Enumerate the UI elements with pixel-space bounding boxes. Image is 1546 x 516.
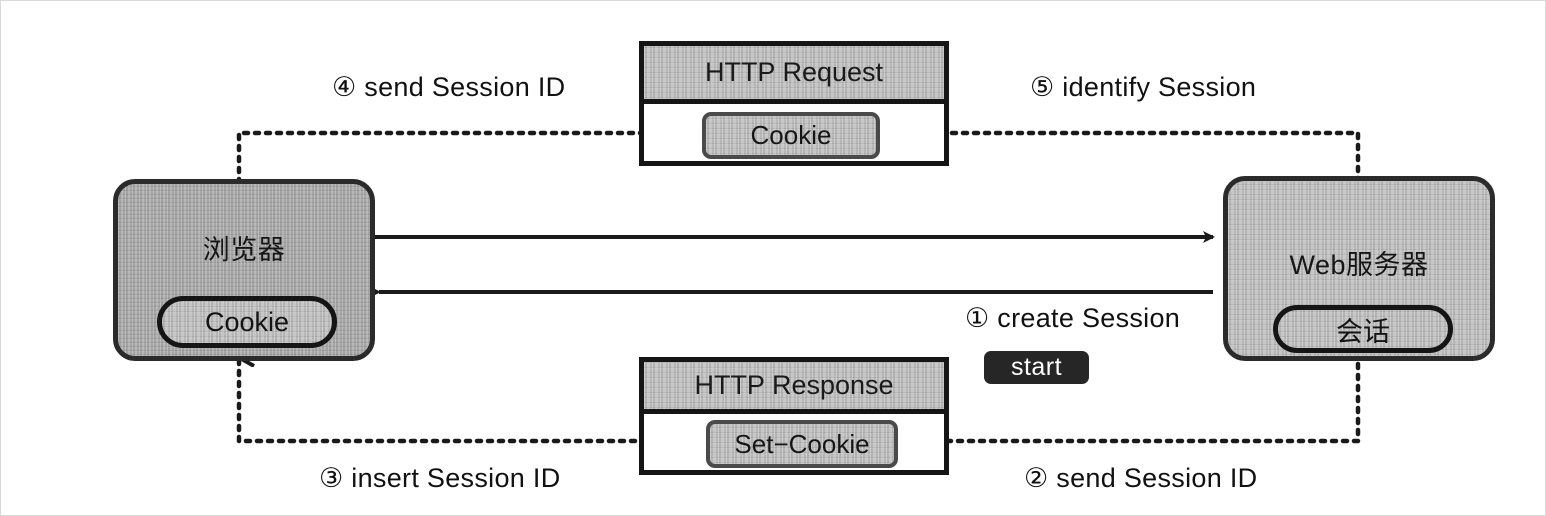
message-http-request-header-label: HTTP Request [704, 57, 884, 87]
step-label-4: ④ send Session ID [332, 72, 565, 103]
message-http-response-header-label: HTTP Response [694, 370, 894, 400]
capsule-browser-cookie[interactable]: Cookie [157, 296, 337, 348]
message-http-request-body: Cookie [644, 104, 944, 171]
field-set-cookie-label: Set−Cookie [734, 428, 870, 459]
message-http-response[interactable]: HTTP Response Set−Cookie [639, 357, 949, 475]
node-web-server-label: Web服务器 [1289, 250, 1429, 280]
step-label-3-text: ③ insert Session ID [319, 463, 561, 493]
step-label-1: ① create Session [965, 303, 1180, 334]
message-http-request-header: HTTP Request [644, 46, 944, 104]
step-label-2-text: ② send Session ID [1024, 463, 1258, 493]
start-badge-label: start [1010, 353, 1063, 381]
step-label-4-text: ④ send Session ID [332, 72, 566, 102]
dotted-path-session-to-setcookie [899, 350, 1361, 441]
dotted-path-setcookie-to-cookie [239, 357, 704, 444]
capsule-server-session-label: 会话 [1336, 316, 1390, 347]
node-web-server[interactable]: Web服务器 会话 [1223, 176, 1495, 361]
capsule-server-session[interactable]: 会话 [1273, 305, 1453, 353]
message-http-response-header: HTTP Response [644, 362, 944, 414]
field-cookie-label: Cookie [750, 120, 832, 150]
node-browser-label: 浏览器 [202, 235, 286, 265]
field-cookie[interactable]: Cookie [702, 112, 880, 159]
step-label-5-text: ⑤ identify Session [1030, 72, 1257, 102]
start-badge[interactable]: start [984, 351, 1089, 384]
capsule-browser-cookie-label: Cookie [204, 306, 290, 337]
message-http-response-body: Set−Cookie [644, 414, 944, 480]
step-label-3: ③ insert Session ID [319, 463, 561, 494]
field-set-cookie[interactable]: Set−Cookie [706, 420, 898, 468]
step-label-5: ⑤ identify Session [1030, 72, 1256, 103]
step-label-1-text: ① create Session [965, 303, 1181, 333]
message-http-request[interactable]: HTTP Request Cookie [639, 41, 949, 166]
step-label-2: ② send Session ID [1024, 463, 1257, 494]
node-browser[interactable]: 浏览器 Cookie [113, 179, 375, 361]
